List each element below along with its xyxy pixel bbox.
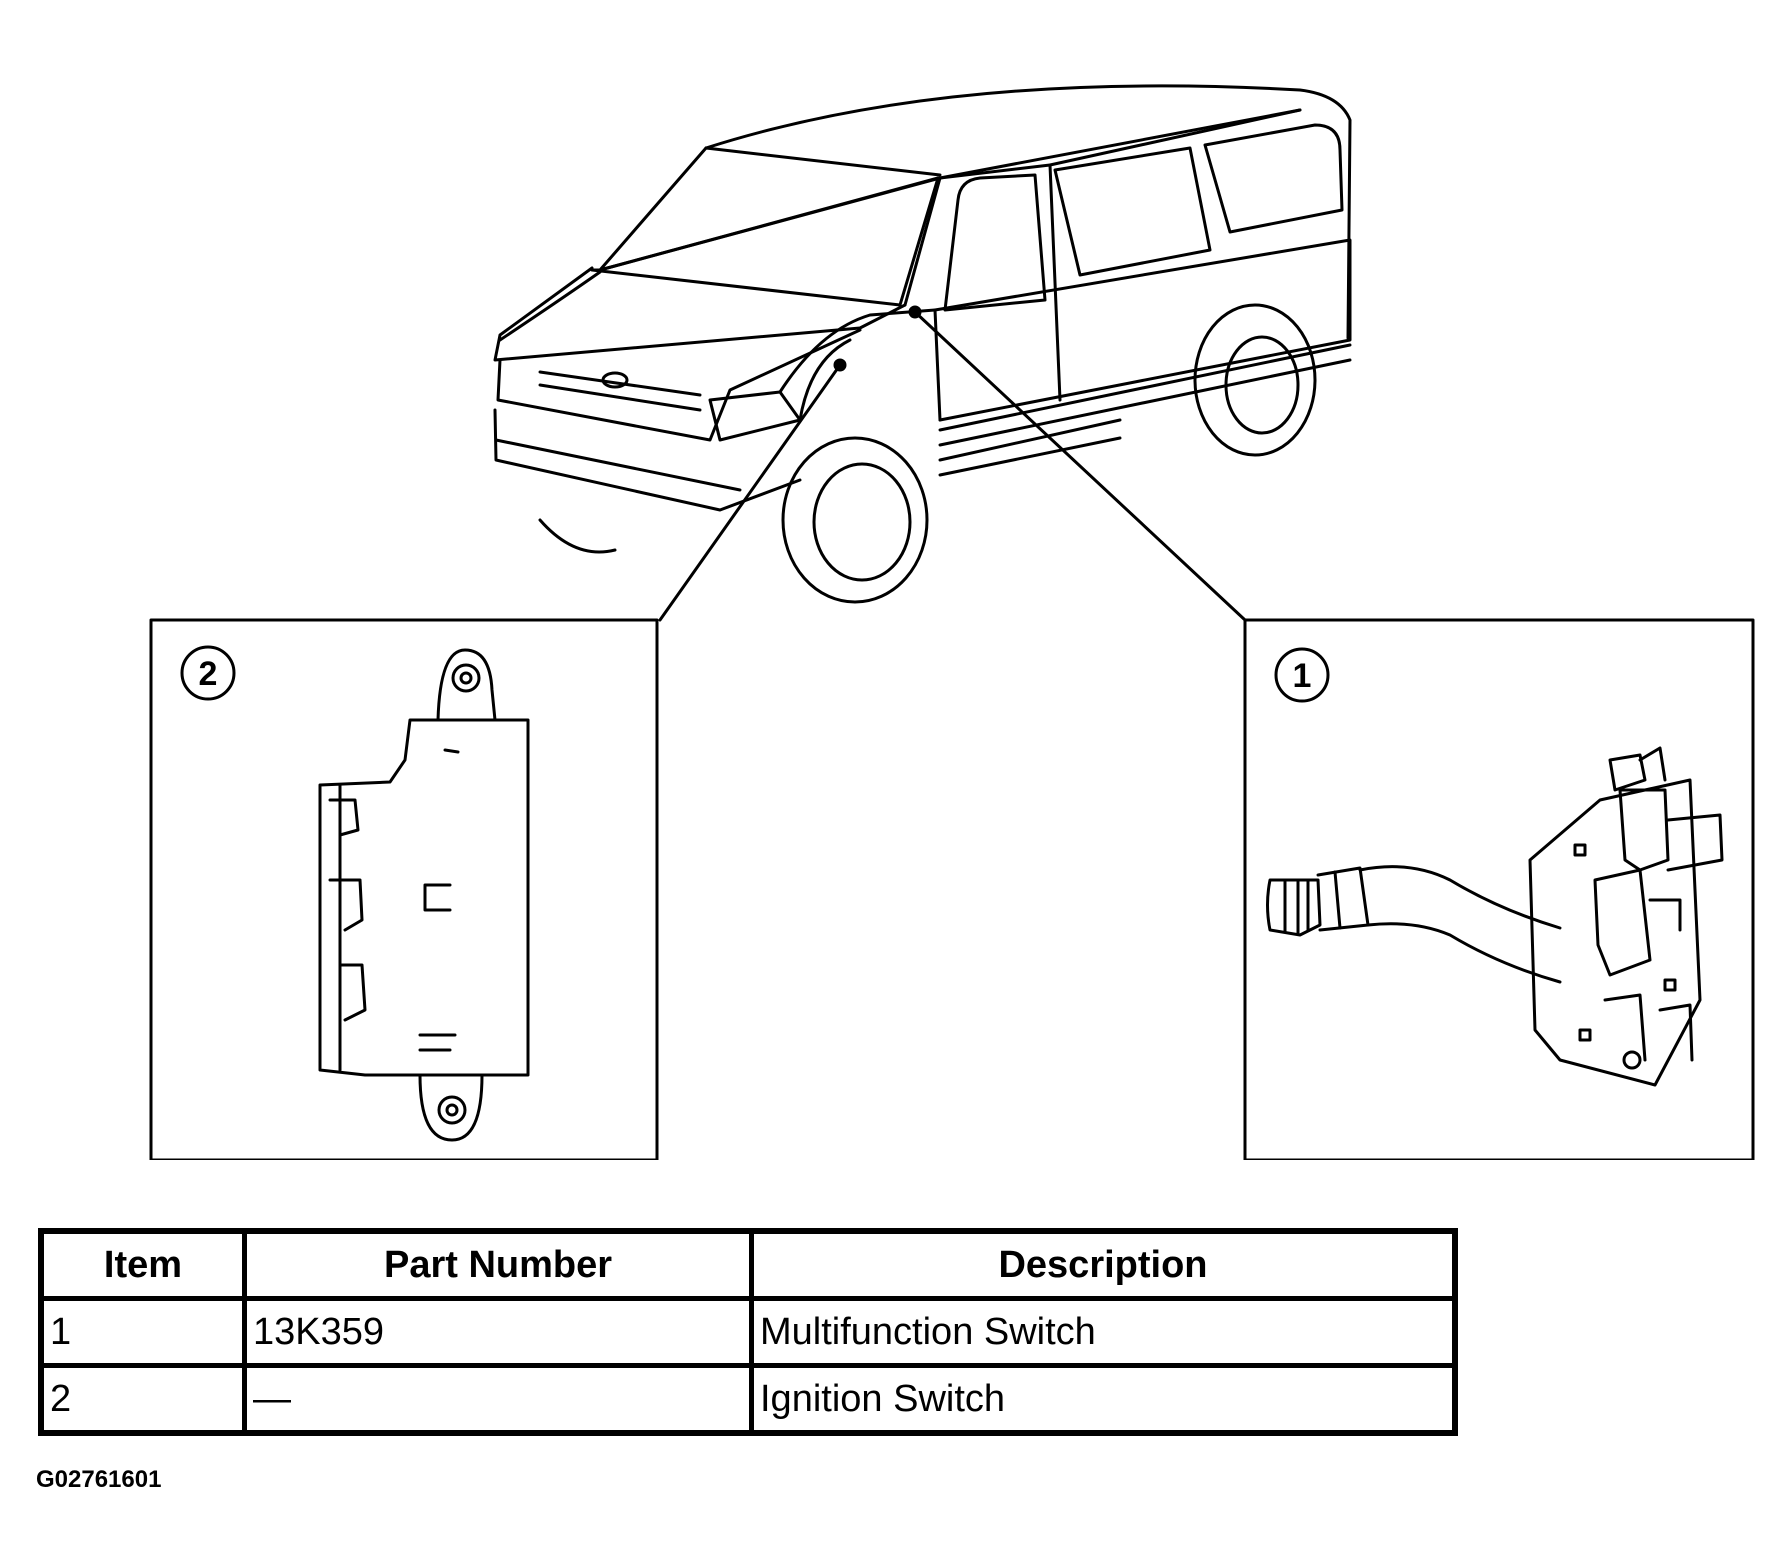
figure-id: G02761601 xyxy=(36,1466,162,1493)
callout-1-label: 1 xyxy=(1293,657,1312,695)
leader-line-2 xyxy=(658,363,842,622)
detail-box-1 xyxy=(1243,618,1755,1160)
cell-description: Multifunction Switch xyxy=(749,1296,1458,1368)
cell-part-number: — xyxy=(242,1363,754,1436)
table-row: 1 13K359 Multifunction Switch xyxy=(38,1296,1458,1368)
multifunction-switch-drawing xyxy=(1266,746,1724,1087)
van-illustration xyxy=(493,84,1352,604)
header-part-number: Part Number xyxy=(242,1228,754,1301)
parts-table: Item Part Number Description 1 13K359 Mu… xyxy=(38,1228,1458,1436)
leader-line-1 xyxy=(913,310,1247,622)
callout-2: 2 xyxy=(180,645,236,701)
detail-box-2 xyxy=(149,618,659,1160)
table-header-row: Item Part Number Description xyxy=(38,1228,1458,1301)
cell-item: 2 xyxy=(38,1363,247,1436)
ignition-switch-drawing xyxy=(318,648,530,1142)
callout-1: 1 xyxy=(1274,647,1330,703)
cell-description: Ignition Switch xyxy=(749,1363,1458,1436)
table-row: 2 — Ignition Switch xyxy=(38,1363,1458,1436)
header-description: Description xyxy=(749,1228,1458,1301)
callout-2-label: 2 xyxy=(199,655,218,693)
component-location-diagram: 2 1 xyxy=(149,84,1755,1160)
cell-part-number: 13K359 xyxy=(242,1296,754,1368)
header-item: Item xyxy=(38,1228,247,1301)
cell-item: 1 xyxy=(38,1296,247,1368)
